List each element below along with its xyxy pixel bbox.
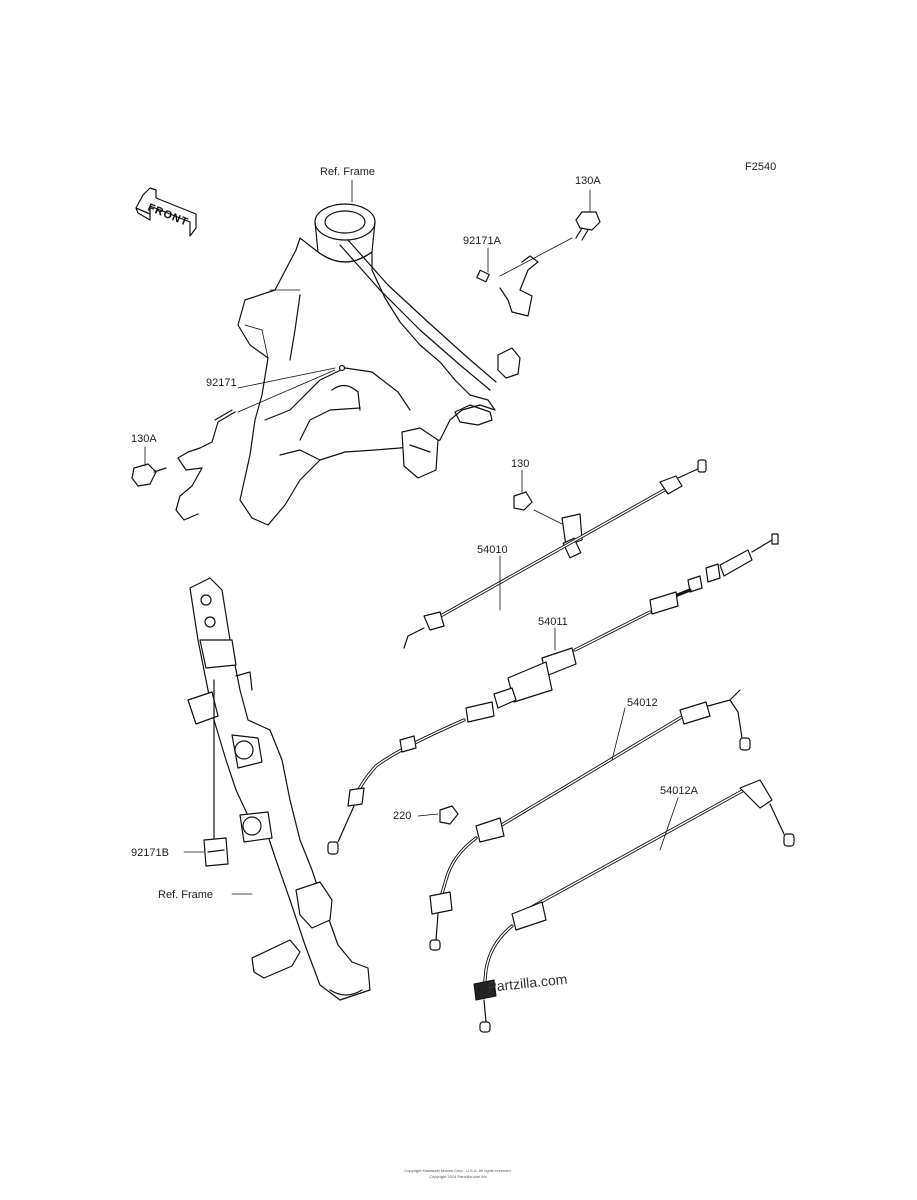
- bolt-130: [513, 491, 583, 559]
- label-54012a: 54012A: [660, 785, 699, 797]
- copyright-line-2: Copyright 2024 Partzilla.com Inc: [429, 1174, 487, 1179]
- cable-guide-92171: [175, 409, 236, 521]
- leader-lines: [144, 179, 679, 895]
- label-92171a: 92171A: [463, 235, 502, 247]
- bolt-220: [439, 805, 459, 825]
- steering-head-tube: [314, 203, 376, 241]
- diagram-code: F2540: [745, 161, 776, 173]
- cable-clamp-92171b: [203, 679, 229, 867]
- cable-guide-92171a: [476, 255, 539, 317]
- copyright-line-1: Copyright Kawasaki Motors Corp., U.S.A. …: [404, 1168, 511, 1173]
- watermark: Partzilla.com: [487, 971, 568, 995]
- upper-frame-drawing: [237, 203, 521, 526]
- label-130: 130: [511, 458, 529, 470]
- bolt-130a-left: [131, 463, 167, 487]
- label-130a-left: 130A: [131, 433, 157, 445]
- label-ref-frame-bottom: Ref. Frame: [158, 889, 213, 901]
- label-92171: 92171: [206, 377, 237, 389]
- label-92171b: 92171B: [131, 847, 169, 859]
- label-ref-frame-top: Ref. Frame: [320, 166, 375, 178]
- bolt-130a-top: [575, 211, 601, 241]
- cable-54012: [429, 689, 751, 951]
- guide-mount-point: [338, 364, 346, 372]
- front-arrow-icon: FRONT: [135, 187, 197, 237]
- lower-frame-drawing: [187, 577, 371, 1001]
- label-54012: 54012: [627, 697, 658, 709]
- label-220: 220: [393, 810, 411, 822]
- cable-54012a: [473, 779, 795, 1033]
- label-54011: 54011: [538, 616, 568, 628]
- choke-cable-54010: [403, 459, 707, 649]
- label-54010: 54010: [477, 544, 508, 556]
- throttle-cable-54011: [327, 533, 779, 855]
- label-130a-top: 130A: [575, 175, 601, 187]
